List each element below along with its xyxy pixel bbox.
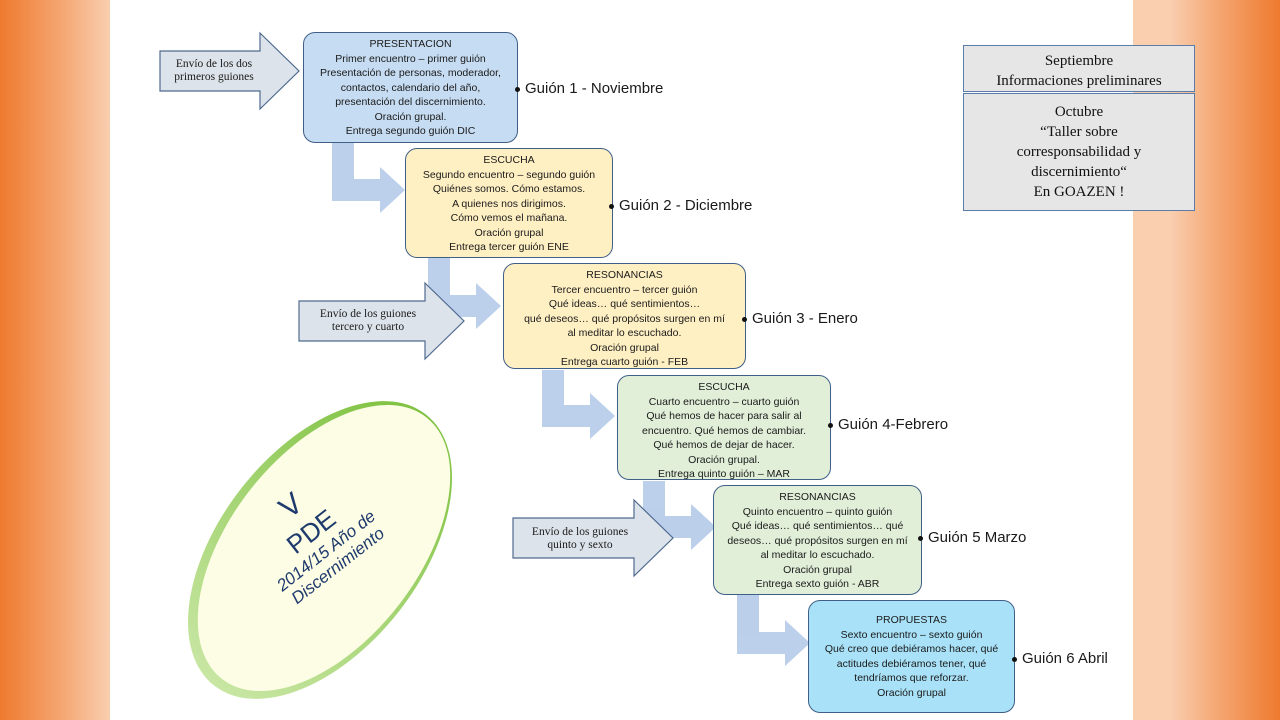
- step-line: Sexto encuentro – sexto guión: [840, 628, 983, 641]
- step-line: A quienes nos dirigimos.: [452, 197, 566, 210]
- step-line: Entrega cuarto guión - FEB: [560, 356, 689, 368]
- step-line: Quinto encuentro – quinto guión: [742, 505, 893, 518]
- step-box-escucha-2: ESCUCHA Cuarto encuentro – cuarto guión …: [617, 375, 831, 480]
- arrow-line: quinto y sexto: [547, 539, 613, 551]
- step-line: presentación del discernimiento.: [335, 96, 486, 108]
- step-line: Qué ideas… qué sentimientos…: [548, 298, 701, 310]
- info-box-septiembre: Septiembre Informaciones preliminares: [963, 45, 1195, 92]
- info-line: En GOAZEN !: [1033, 184, 1125, 200]
- guion-label-3: Guión 3 - Enero: [742, 310, 858, 327]
- arrow-line: Envío de los guiones: [531, 526, 629, 538]
- send-arrow-3-shape: [512, 498, 674, 578]
- step-title: RESONANCIAS: [779, 491, 856, 503]
- arrow-line: tercero y cuarto: [331, 321, 405, 333]
- step-line: Cómo vemos el mañana.: [450, 212, 568, 224]
- arrow-line: Envío de los guiones: [319, 308, 417, 320]
- step-line: Cuarto encuentro – cuarto guión: [648, 395, 800, 408]
- step-line: Quiénes somos. Cómo estamos.: [432, 183, 586, 195]
- info-line: Septiembre: [1044, 53, 1114, 69]
- send-arrow-3-text: Envío de los guiones quinto y sexto: [518, 526, 642, 552]
- guion-label-6: Guión 6 Abril: [1012, 650, 1108, 667]
- step-line: Oración grupal: [877, 686, 946, 699]
- guion-label-text: Guión 6 Abril: [1022, 650, 1108, 667]
- bullet-dot: [918, 535, 923, 541]
- connector-elbow-1: [332, 142, 405, 213]
- step-line: Qué hemos de dejar de hacer.: [653, 439, 795, 451]
- guion-label-5: Guión 5 Marzo: [918, 529, 1026, 546]
- arrow-line: primeros guiones: [174, 71, 254, 83]
- step-line: Entrega tercer guión ENE: [449, 241, 569, 253]
- connector-elbow-5: [737, 595, 810, 666]
- connector-elbow-3: [542, 370, 615, 439]
- guion-label-text: Guión 4-Febrero: [838, 416, 949, 433]
- step-line: Entrega sexto guión - ABR: [755, 578, 880, 590]
- bullet-dot: [742, 316, 747, 322]
- guion-label-1: Guión 1 - Noviembre: [515, 80, 663, 97]
- slide-canvas: PRESENTACION Primer encuentro – primer g…: [110, 0, 1195, 720]
- send-arrow-1-text: Envío de los dos primeros guiones: [164, 58, 264, 84]
- info-line: Informaciones preliminares: [996, 73, 1162, 89]
- step-title: ESCUCHA: [483, 154, 535, 166]
- send-arrow-1-shape: [159, 31, 300, 111]
- step-title: PROPUESTAS: [876, 614, 947, 626]
- step-box-resonancias-1: RESONANCIAS Tercer encuentro – tercer gu…: [503, 263, 746, 369]
- info-line: “Taller sobre: [1040, 124, 1118, 140]
- guion-label-text: Guión 2 - Diciembre: [619, 197, 753, 214]
- step-line: al meditar lo escuchado.: [760, 549, 875, 561]
- step-line: Primer encuentro – primer guión: [335, 52, 486, 65]
- bullet-dot: [515, 86, 520, 92]
- step-line: al meditar lo escuchado.: [567, 327, 682, 339]
- step-line: Oración grupal.: [374, 110, 447, 123]
- info-line: Octubre: [1054, 104, 1104, 120]
- step-line: Oración grupal: [783, 563, 852, 576]
- step-line: Segundo encuentro – segundo guión: [422, 168, 596, 181]
- title-ellipse: [197, 404, 451, 692]
- step-line: tendríamos que reforzar.: [854, 672, 969, 684]
- send-arrow-2-text: Envío de los guiones tercero y cuarto: [306, 308, 430, 334]
- guion-label-text: Guión 5 Marzo: [928, 529, 1027, 546]
- step-title: PRESENTACION: [369, 38, 452, 50]
- info-line: discernimiento“: [1031, 164, 1127, 180]
- step-line: deseos… qué propósitos surgen en mí: [727, 534, 908, 547]
- info-box-octubre: Octubre “Taller sobre corresponsabilidad…: [963, 93, 1195, 211]
- step-title: ESCUCHA: [698, 381, 750, 393]
- step-line: Oración grupal.: [688, 453, 760, 466]
- guion-label-2: Guión 2 - Diciembre: [609, 197, 752, 214]
- step-title: RESONANCIAS: [586, 269, 663, 281]
- arrow-line: Envío de los dos: [175, 58, 253, 70]
- guion-label-text: Guión 1 - Noviembre: [525, 80, 664, 97]
- info-line: corresponsabilidad y: [1016, 144, 1142, 160]
- step-line: contactos, calendario del año,: [340, 81, 481, 94]
- step-line: Oración grupal: [590, 341, 659, 354]
- step-line: Qué hemos de hacer para salir al: [646, 410, 802, 422]
- step-line: Oración grupal: [474, 226, 544, 239]
- step-line: Qué creo que debiéramos hacer, qué: [824, 643, 999, 655]
- step-line: Presentación de personas, moderador,: [320, 67, 501, 79]
- step-box-escucha-1: ESCUCHA Segundo encuentro – segundo guió…: [405, 148, 613, 258]
- step-box-resonancias-2: RESONANCIAS Quinto encuentro – quinto gu…: [713, 485, 922, 595]
- step-line: Qué ideas… qué sentimientos… qué: [731, 520, 904, 532]
- step-line: actitudes debiéramos tener, qué: [836, 657, 987, 670]
- guion-label-text: Guión 3 - Enero: [752, 310, 858, 327]
- bullet-dot: [1012, 656, 1017, 662]
- guion-label-4: Guión 4-Febrero: [828, 416, 948, 433]
- step-line: Entrega segundo guión DIC: [345, 125, 476, 137]
- step-box-propuestas: PROPUESTAS Sexto encuentro – sexto guión…: [808, 600, 1015, 713]
- step-line: qué deseos… qué propósitos surgen en mí: [524, 312, 725, 325]
- bullet-dot: [609, 203, 614, 209]
- bullet-dot: [828, 422, 833, 428]
- step-line: Entrega quinto guión – MAR: [658, 468, 790, 480]
- step-line: Tercer encuentro – tercer guión: [551, 283, 698, 296]
- connector-layer: [159, 31, 810, 699]
- send-arrow-2-shape: [298, 281, 465, 361]
- step-line: encuentro. Qué hemos de cambiar.: [641, 424, 806, 437]
- step-box-presentacion: PRESENTACION Primer encuentro – primer g…: [303, 32, 518, 143]
